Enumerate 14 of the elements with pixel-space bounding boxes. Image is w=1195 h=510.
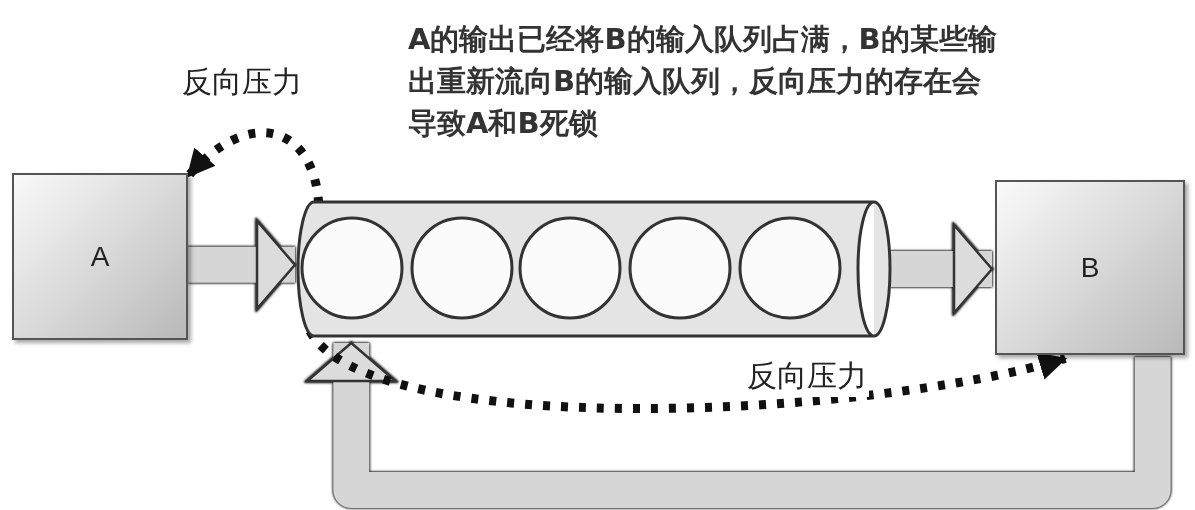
queue-cylinder: [298, 200, 890, 338]
note-text: A的输出已经将B的输入队列占满，B的某些输出重新流向B的输入队列，反向压力的存在会导致A和B死锁: [408, 21, 998, 143]
queue-item-circle: [628, 216, 732, 320]
node-label: A: [90, 240, 110, 273]
process-box: [995, 180, 1185, 355]
queue-item-circle: [518, 216, 622, 320]
block-arrow: [188, 219, 297, 311]
block-arrow: [890, 223, 994, 315]
process-box: [12, 173, 188, 340]
block-arrow: [306, 341, 1171, 508]
queue-item-circle: [300, 216, 404, 320]
queue-item-circle: [410, 216, 514, 320]
node-label: B: [1080, 251, 1100, 284]
queue-item-circle: [738, 216, 842, 320]
